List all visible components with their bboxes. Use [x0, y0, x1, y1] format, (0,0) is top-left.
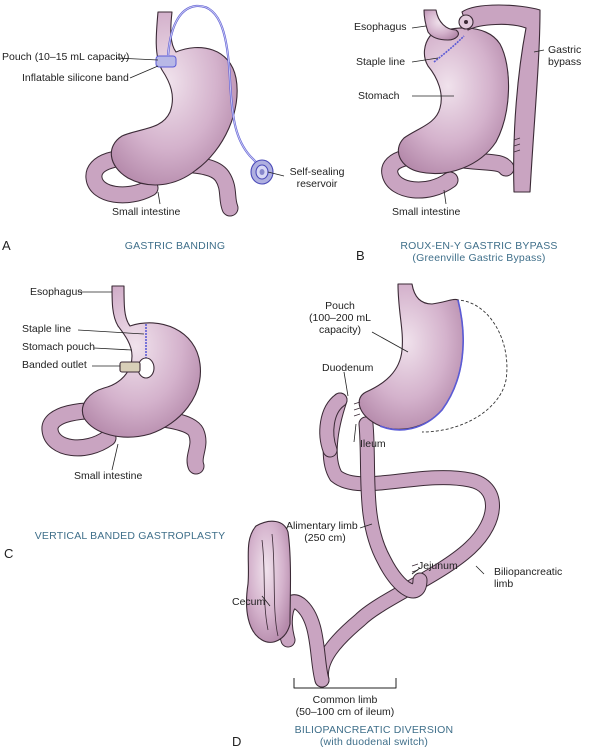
label-common-limb-2: (50–100 cm of ileum) — [295, 706, 395, 718]
label-pouch-d-1: Pouch — [325, 300, 355, 312]
esophagus-b — [423, 9, 459, 41]
caption-d-2: (with duodenal switch) — [319, 736, 429, 748]
stomach-b — [397, 27, 510, 175]
label-alimentary-limb-2: (250 cm) — [304, 532, 346, 544]
panel-letter-d: D — [232, 734, 242, 749]
label-banded-outlet: Banded outlet — [22, 359, 87, 371]
label-pouch-a: Pouch (10–15 mL capacity) — [2, 51, 130, 63]
label-silicone-band: Inflatable silicone band — [22, 72, 129, 84]
label-biliopancreatic-1: Biliopancreatic — [494, 566, 563, 578]
label-small-intestine-c: Small intestine — [74, 470, 143, 482]
caption-b-1: ROUX-EN-Y GASTRIC BYPASS — [400, 240, 558, 252]
label-esophagus-c: Esophagus — [30, 286, 83, 298]
label-reservoir-2: reservoir — [296, 178, 338, 190]
silicone-band — [155, 55, 177, 68]
caption-a: GASTRIC BANDING — [124, 240, 226, 252]
caption-d-1: BILIOPANCREATIC DIVERSION — [294, 724, 454, 736]
caption-b-2: (Greenville Gastric Bypass) — [412, 252, 546, 264]
gastric-bypass-limb — [461, 4, 541, 193]
label-biliopancreatic-2: limb — [494, 578, 514, 590]
cecum — [245, 520, 292, 643]
stomach-a — [110, 11, 238, 186]
label-esophagus-b: Esophagus — [354, 21, 407, 33]
common-limb-bracket — [293, 678, 397, 689]
label-stomach-b: Stomach — [358, 90, 400, 102]
panel-a-gastric-banding — [85, 4, 285, 217]
label-duodenum: Duodenum — [322, 362, 374, 374]
panel-letter-b: B — [356, 248, 365, 263]
label-small-intestine-b: Small intestine — [392, 206, 461, 218]
label-cecum: Cecum — [232, 596, 266, 608]
label-staple-line-b: Staple line — [356, 56, 406, 68]
label-gastric-bypass-2: bypass — [548, 56, 582, 68]
panel-d-bpd — [245, 283, 508, 689]
panel-letter-a: A — [2, 238, 11, 253]
label-pouch-d-3: capacity) — [318, 324, 361, 336]
label-staple-line-c: Staple line — [22, 323, 72, 335]
label-common-limb-1: Common limb — [312, 694, 378, 706]
panel-letter-c: C — [4, 546, 14, 561]
removed-stomach-outline — [421, 299, 508, 433]
label-stomach-pouch: Stomach pouch — [22, 341, 95, 353]
label-small-intestine-a: Small intestine — [112, 206, 181, 218]
staple-line-b — [433, 35, 465, 63]
label-jejunum: Jejunum — [418, 560, 458, 572]
staple-line-d — [379, 299, 464, 431]
label-alimentary-limb-1: Alimentary limb — [286, 520, 358, 532]
label-ileum: Ileum — [360, 438, 386, 450]
label-reservoir-1: Self-sealing — [289, 166, 345, 178]
panel-b-roux-en-y — [381, 4, 545, 205]
panel-c-vbg — [41, 285, 207, 475]
self-sealing-reservoir — [250, 159, 274, 185]
label-pouch-d-2: (100–200 mL — [309, 312, 371, 324]
label-gastric-bypass-1: Gastric — [548, 44, 582, 56]
caption-c: VERTICAL BANDED GASTROPLASTY — [34, 530, 226, 542]
